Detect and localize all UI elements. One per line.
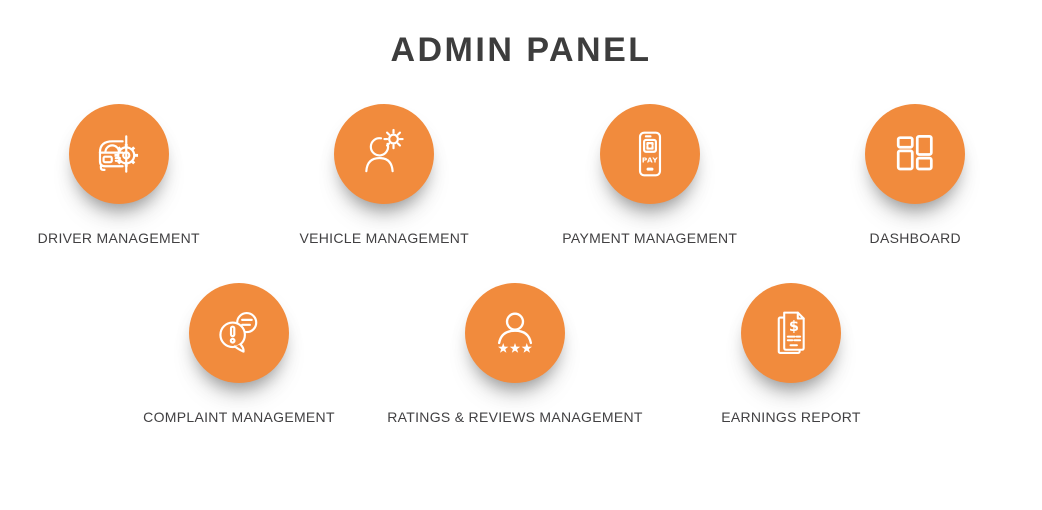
svg-text:PAY: PAY [642,156,658,165]
dollar-report-icon: $ [777,311,805,354]
person-stars-icon [497,312,533,353]
panel-row-1: DRIVER MANAGEMENT [0,104,1038,246]
panel-item-earnings-report: $ EARNINGS REPORT [653,283,929,425]
panel-item-dashboard: DASHBOARD [793,104,1039,246]
panel-item-label: COMPLAINT MANAGEMENT [143,409,335,425]
dashboard-grid-icon [897,134,933,171]
panel-row-2: COMPLAINT MANAGEMENT RATINGS & REVIEWS M… [0,283,1036,425]
ratings-reviews-button[interactable] [465,283,565,383]
payment-management-button[interactable]: PAY [599,104,700,204]
panel-item-label: DRIVER MANAGEMENT [37,230,200,246]
vehicle-management-button[interactable] [334,104,435,204]
panel-item-label: EARNINGS REPORT [721,409,861,425]
earnings-report-button[interactable]: $ [741,283,841,383]
panel-item-driver-management: DRIVER MANAGEMENT [0,104,242,246]
panel-item-label: RATINGS & REVIEWS MANAGEMENT [387,409,643,425]
driver-management-button[interactable] [68,104,169,204]
panel-item-complaint-management: COMPLAINT MANAGEMENT [101,283,377,425]
panel-item-label: DASHBOARD [869,230,961,246]
person-gear-icon [365,128,404,173]
panel-item-payment-management: PAY PAYMENT MANAGEMENT [527,104,773,246]
phone-pay-icon: PAY [638,131,661,177]
svg-text:$: $ [789,319,799,335]
chat-alert-icon [219,311,258,353]
panel-item-vehicle-management: VEHICLE MANAGEMENT [262,104,508,246]
dashboard-button[interactable] [865,104,966,204]
page-title: ADMIN PANEL [390,31,652,69]
panel-item-label: VEHICLE MANAGEMENT [299,230,470,246]
complaint-management-button[interactable] [189,283,289,383]
panel-item-ratings-reviews: RATINGS & REVIEWS MANAGEMENT [377,283,653,425]
car-gear-icon [98,135,138,173]
panel-item-label: PAYMENT MANAGEMENT [562,230,738,246]
